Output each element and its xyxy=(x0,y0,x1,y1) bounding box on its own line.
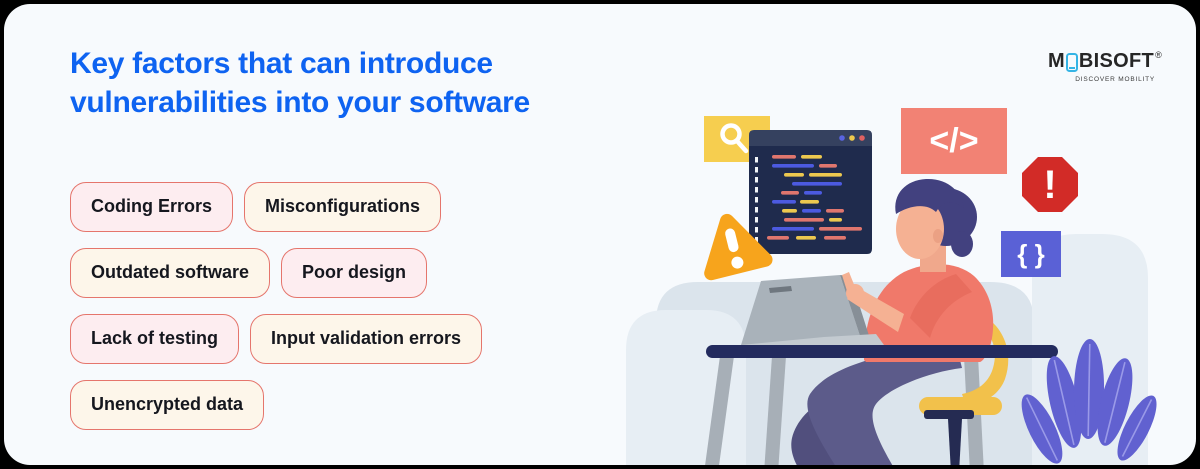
person-ear xyxy=(933,229,943,243)
person-front-leg xyxy=(807,354,962,465)
factor-pill-outdated-software: Outdated software xyxy=(70,248,271,298)
factor-pill-input-validation-errors: Input validation errors xyxy=(250,314,483,364)
developer-illustration: </> ! { } xyxy=(626,108,1157,465)
logo-wordmark: M BISOFT ® xyxy=(1048,50,1162,73)
person-pointing-arm xyxy=(842,272,904,332)
factor-row-2: Outdated software Poor design xyxy=(70,248,482,298)
chair xyxy=(919,318,1009,465)
logo-letters-bisoft: BISOFT xyxy=(1078,50,1155,72)
registered-trademark: ® xyxy=(1155,49,1162,60)
code-tag-icon: </> xyxy=(901,108,1007,174)
factor-row-1: Coding Errors Misconfigurations xyxy=(70,182,482,232)
logo-tagline: DISCOVER MOBILITY xyxy=(1075,76,1155,83)
title-line-2: vulnerabilities into your software xyxy=(70,86,530,119)
logo-letter-m: M xyxy=(1047,50,1065,72)
person-face xyxy=(896,199,944,259)
factor-pill-list: Coding Errors Misconfigurations Outdated… xyxy=(70,182,483,446)
warning-triangle-icon xyxy=(704,213,773,281)
code-lines xyxy=(767,155,862,240)
factor-pill-misconfigurations: Misconfigurations xyxy=(244,182,442,232)
factor-pill-lack-of-testing: Lack of testing xyxy=(70,314,240,364)
factor-pill-coding-errors: Coding Errors xyxy=(70,182,234,232)
factor-pill-poor-design: Poor design xyxy=(281,248,428,298)
svg-text:{ }: { } xyxy=(1017,239,1044,269)
person-sleeve xyxy=(910,274,972,338)
person-hair-nape xyxy=(951,231,973,257)
title-line-1: Key factors that can introduce xyxy=(70,47,493,80)
code-editor-window xyxy=(749,130,872,254)
braces-icon: { } xyxy=(1001,231,1061,277)
infographic-card: Key factors that can introduce vulnerabi… xyxy=(4,4,1196,465)
phone-icon xyxy=(1065,53,1078,72)
svg-text:!: ! xyxy=(1043,163,1056,207)
factor-row-3: Lack of testing Input validation errors xyxy=(70,314,483,364)
laptop xyxy=(741,275,884,345)
factor-pill-unencrypted-data: Unencrypted data xyxy=(70,380,265,430)
plant xyxy=(1021,339,1157,464)
page-title: Key factors that can introduce vulnerabi… xyxy=(70,44,530,122)
person xyxy=(791,178,994,465)
mobisoft-logo: M BISOFT ® DISCOVER MOBILITY xyxy=(1048,50,1162,84)
svg-text:</>: </> xyxy=(929,122,978,160)
factor-row-4: Unencrypted data xyxy=(70,380,482,430)
stop-alert-icon: ! xyxy=(1022,157,1078,212)
desk-top xyxy=(706,345,1058,358)
person-hair-front xyxy=(895,178,964,214)
